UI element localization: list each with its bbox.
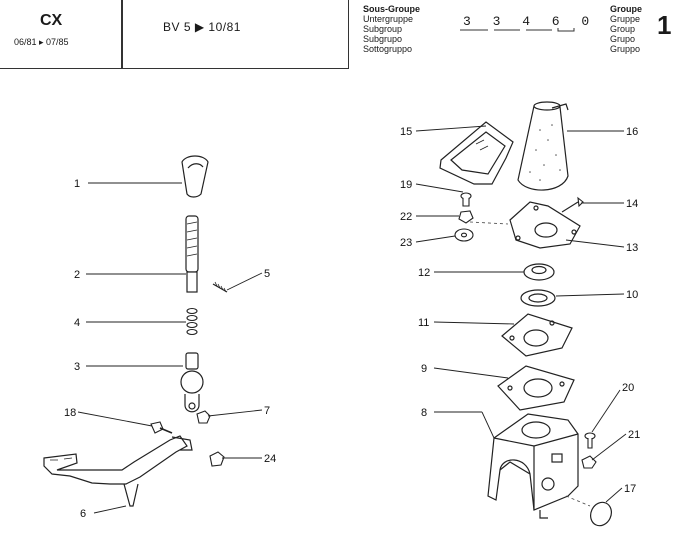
part-linkage-arm bbox=[43, 435, 193, 507]
subgroup-line-es: Subgrupo bbox=[363, 34, 403, 44]
group-line-en: Group bbox=[610, 24, 636, 34]
part-housing bbox=[487, 413, 579, 519]
callout-14: 14 bbox=[626, 198, 638, 210]
callout-24: 24 bbox=[264, 453, 276, 465]
callout-9: 9 bbox=[421, 363, 427, 375]
group-line-de: Gruppe bbox=[610, 14, 641, 24]
part-bush bbox=[523, 263, 555, 281]
callout-2: 2 bbox=[74, 269, 80, 281]
group-number: 1 bbox=[657, 10, 672, 40]
part-washer-22 bbox=[458, 210, 474, 224]
callout-4: 4 bbox=[74, 317, 80, 329]
callout-10: 10 bbox=[626, 289, 638, 301]
group-line-es: Grupo bbox=[610, 34, 636, 44]
gearbox-label: BV 5 ▶ 10/81 bbox=[163, 20, 241, 34]
production-dates: 06/81 ▸ 07/85 bbox=[14, 37, 69, 47]
part-bolt-20 bbox=[584, 432, 596, 449]
callout-3: 3 bbox=[74, 361, 80, 373]
part-spring bbox=[186, 307, 198, 336]
header-mid-box bbox=[121, 0, 349, 69]
subgroup-line-de: Untergruppe bbox=[363, 14, 414, 24]
header-left-box bbox=[0, 0, 123, 69]
part-plug bbox=[590, 501, 612, 527]
callout-1: 1 bbox=[74, 178, 80, 190]
part-cover-plate bbox=[509, 201, 581, 249]
model-name: CX bbox=[40, 12, 63, 29]
callout-20: 20 bbox=[622, 382, 634, 394]
part-gaiter-frame bbox=[439, 121, 514, 185]
callout-22: 22 bbox=[400, 211, 412, 223]
callout-21: 21 bbox=[628, 429, 640, 441]
part-washer-23 bbox=[454, 228, 474, 242]
callout-7: 7 bbox=[264, 405, 270, 417]
part-ball-joint bbox=[180, 352, 204, 413]
callout-12: 12 bbox=[418, 267, 430, 279]
part-nut-24 bbox=[209, 451, 225, 467]
group-line-it: Gruppo bbox=[610, 44, 641, 54]
part-nut-21 bbox=[581, 455, 597, 469]
part-gear-boot bbox=[517, 101, 569, 191]
callout-5: 5 bbox=[264, 268, 270, 280]
part-gasket bbox=[501, 313, 573, 357]
subgroup-code: 3 3 4 6 0 bbox=[463, 14, 597, 29]
callout-6: 6 bbox=[80, 508, 86, 520]
part-small-pin-14 bbox=[561, 196, 584, 213]
part-plate bbox=[497, 365, 575, 411]
callout-13: 13 bbox=[626, 242, 638, 254]
callout-8: 8 bbox=[421, 407, 427, 419]
callout-18: 18 bbox=[64, 407, 76, 419]
part-knob bbox=[181, 155, 209, 198]
part-nut-7 bbox=[196, 410, 211, 424]
part-ring bbox=[520, 289, 556, 307]
code-underline bbox=[460, 28, 575, 32]
callout-19: 19 bbox=[400, 179, 412, 191]
part-screw-19 bbox=[460, 192, 472, 207]
subgroup-line-it: Sottogruppo bbox=[363, 44, 413, 54]
callout-17: 17 bbox=[624, 483, 636, 495]
callout-16: 16 bbox=[626, 126, 638, 138]
leader-lines bbox=[77, 125, 627, 514]
callout-15: 15 bbox=[400, 126, 412, 138]
callout-23: 23 bbox=[400, 237, 412, 249]
group-title: Groupe bbox=[610, 4, 643, 14]
part-bolt-18 bbox=[150, 421, 173, 434]
alignment-lines bbox=[469, 221, 591, 507]
part-pin bbox=[212, 281, 228, 293]
subgroup-line-en: Subgroup bbox=[363, 24, 403, 34]
subgroup-title: Sous-Groupe bbox=[363, 4, 421, 14]
part-gear-lever bbox=[185, 215, 199, 293]
callout-11: 11 bbox=[418, 317, 429, 329]
